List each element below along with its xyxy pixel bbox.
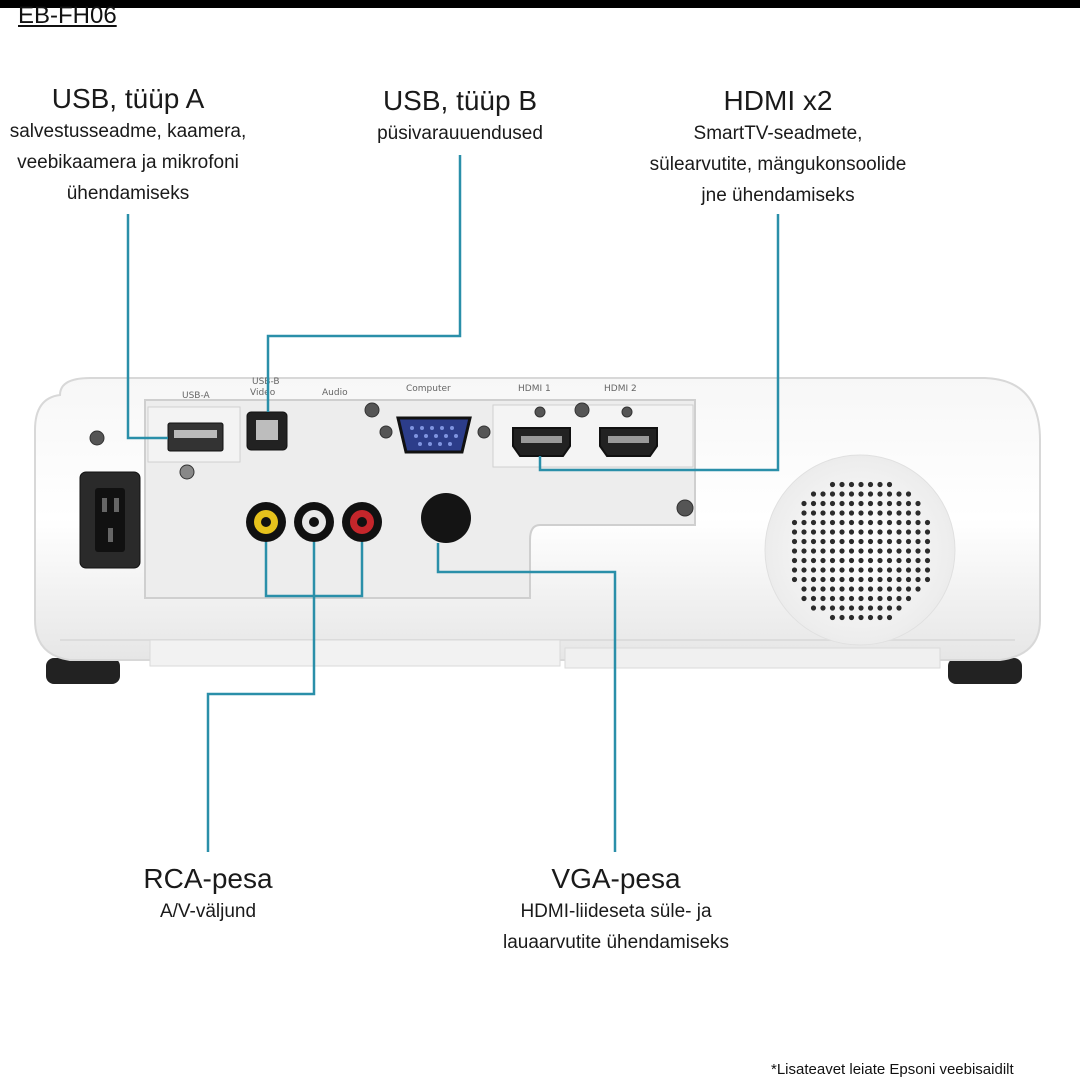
callout-usb-b-line: püsivarauuendused <box>377 123 543 144</box>
callout-hdmi-line: jne ühendamiseks <box>701 185 855 206</box>
port-label-hdmi1: HDMI 1 <box>518 384 551 394</box>
callout-usb-b-title: USB, tüüp B <box>382 85 538 116</box>
line-rca-down <box>206 542 316 852</box>
rca-jacks <box>246 502 382 542</box>
right-foot <box>948 658 1022 684</box>
port-label-usb-b: USB-B <box>252 377 280 387</box>
callout-rca-title: RCA-pesa <box>143 863 273 894</box>
callout-usb-a-line: ühendamiseks <box>66 183 190 204</box>
line-usb-a <box>126 214 168 440</box>
callout-vga-line: HDMI-liideseta süle- ja <box>520 901 712 922</box>
callout-vga-line: lauaarvutite ühendamiseks <box>502 932 730 953</box>
callout-usb-a-title: USB, tüüp A <box>51 83 205 114</box>
callout-hdmi-line: sülearvutite, mängukonsoolide <box>649 154 907 175</box>
screws <box>89 402 694 517</box>
port-label-computer: Computer <box>406 384 451 394</box>
port-label-video: Video <box>250 388 276 398</box>
port-label-usb-a: USB-A <box>182 391 211 401</box>
callout-usb-b: USB, tüüp B püsivarauuendused <box>330 84 590 149</box>
line-vga <box>436 543 617 852</box>
callout-hdmi: HDMI x2 SmartTV-seadmete, sülearvutite, … <box>618 84 938 211</box>
top-border <box>0 0 1080 8</box>
footnote: *Lisateavet leiate Epsoni veebisaidilt <box>771 1061 1014 1078</box>
speaker-dots <box>791 481 931 621</box>
line-hdmi <box>538 214 780 472</box>
callout-usb-a: USB, tüüp A salvestusseadme, kaamera, ve… <box>0 82 278 209</box>
callout-vga: VGA-pesa HDMI-liideseta süle- ja lauaarv… <box>456 862 776 958</box>
leader-lines <box>126 155 780 852</box>
bottom-panel-right <box>564 647 941 669</box>
vga-port <box>396 416 472 454</box>
model-name: EB-FH06 <box>18 2 117 29</box>
callout-rca-line: A/V-väljund <box>159 901 257 922</box>
bottom-panel <box>149 639 561 667</box>
ir-sensor <box>421 493 471 543</box>
callout-vga-title: VGA-pesa <box>551 863 681 894</box>
line-usb-b <box>266 155 462 412</box>
callout-rca: RCA-pesa A/V-väljund <box>108 862 308 927</box>
left-foot <box>46 658 120 684</box>
callout-hdmi-title: HDMI x2 <box>723 85 833 116</box>
callout-usb-a-line: salvestusseadme, kaamera, <box>9 121 247 142</box>
port-label-hdmi2: HDMI 2 <box>604 384 637 394</box>
callout-usb-a-line: veebikaamera ja mikrofoni <box>17 152 239 173</box>
callout-hdmi-line: SmartTV-seadmete, <box>693 123 863 144</box>
port-label-audio: Audio <box>322 388 348 398</box>
